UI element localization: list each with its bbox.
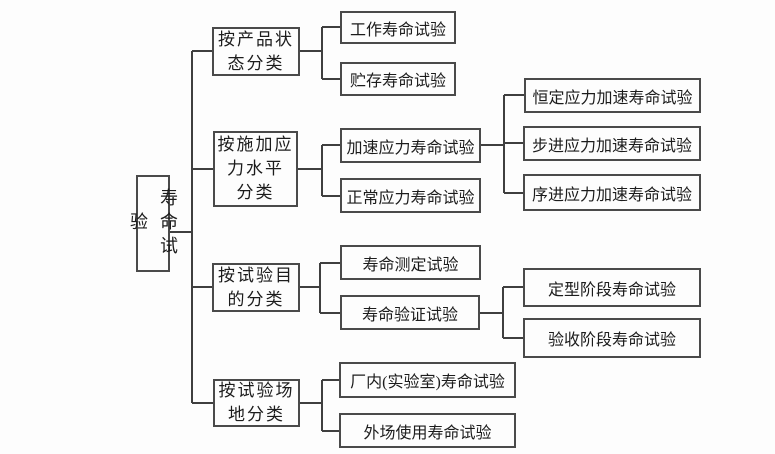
category-label-line: 地分类 <box>228 405 285 424</box>
leaf-box-constant-stress-accelerated-life-test: 恒定应力加速寿命试验 <box>524 78 701 113</box>
category-box-test-site: 按试验场 地分类 <box>213 379 300 427</box>
category-label-line: 按试验目 <box>218 265 294 285</box>
category-box-stress-level: 按施加应 力水平 分类 <box>213 131 298 207</box>
leaf-box-field-use-life-test: 外场使用寿命试验 <box>339 413 516 448</box>
category-label-line: 的分类 <box>227 289 285 309</box>
category-label-line: 按产品状 <box>218 29 294 49</box>
leaf-box-finalization-stage-life-test: 定型阶段寿命试验 <box>523 268 701 307</box>
root-node-life-test: 寿命试验 <box>128 175 178 272</box>
category-label-line: 态分类 <box>227 53 285 73</box>
leaf-box-life-verification-test: 寿命验证试验 <box>340 295 480 330</box>
category-box-product-state: 按产品状 态分类 <box>212 27 300 76</box>
category-label-line: 按试验场 <box>218 381 295 400</box>
leaf-box-step-stress-accelerated-life-test: 步进应力加速寿命试验 <box>523 126 701 161</box>
leaf-box-progressive-stress-accelerated-life-test: 序进应力加速寿命试验 <box>523 174 701 211</box>
leaf-box-operating-life-test: 工作寿命试验 <box>340 11 456 44</box>
category-box-test-purpose: 按试验目 的分类 <box>212 263 300 312</box>
category-label-line: 分类 <box>236 183 275 202</box>
leaf-box-acceptance-stage-life-test: 验收阶段寿命试验 <box>523 318 701 358</box>
leaf-box-normal-stress-life-test: 正常应力寿命试验 <box>340 178 481 213</box>
category-label-line: 按施加应 <box>217 135 294 154</box>
leaf-box-life-measurement-test: 寿命测定试验 <box>340 245 481 280</box>
leaf-box-in-factory-lab-life-test: 厂内(实验室)寿命试验 <box>339 362 516 398</box>
leaf-box-storage-life-test: 贮存寿命试验 <box>340 62 456 96</box>
category-label-line: 力水平 <box>227 159 284 178</box>
leaf-box-accelerated-stress-life-test: 加速应力寿命试验 <box>340 128 481 163</box>
